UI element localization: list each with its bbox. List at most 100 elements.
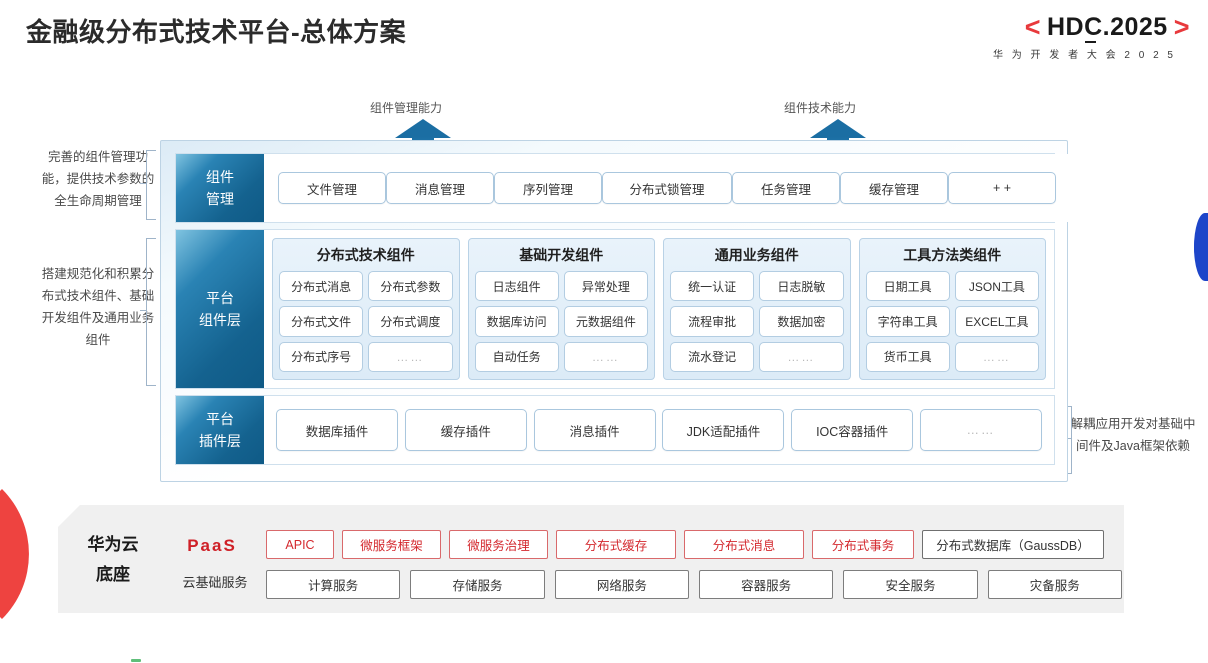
cell-distributed-tech-0[interactable]: 分布式消息 [279,271,364,302]
group-grid-common-business: 统一认证 日志脱敏 流程审批 数据加密 流水登记 …… [670,271,844,372]
chip-component-management-6[interactable]: + + [948,172,1056,204]
hdc-logo-text: HDC.2025 [1046,13,1168,41]
bracket-left-top [146,150,156,220]
row-label-platform-component-layer: 平台 组件层 [176,230,264,388]
paas-chip-distributed-message[interactable]: 分布式消息 [684,530,804,559]
cell-tool-methods-1[interactable]: JSON工具 [954,271,1039,302]
page-title: 金融级分布式技术平台-总体方案 [26,17,407,47]
huawei-cloud-foundation-label: 华为云 底座 [78,530,148,590]
cell-tool-methods-0[interactable]: 日期工具 [865,271,950,302]
bracket-right-tick [1065,438,1071,440]
chip-component-management-3[interactable]: 分布式锁管理 [602,172,732,204]
base-chip-container[interactable]: 容器服务 [698,570,834,599]
chip-component-management-1[interactable]: 消息管理 [386,172,494,204]
cell-base-dev-1[interactable]: 异常处理 [563,271,648,302]
paas-chip-apic[interactable]: APIC [266,530,334,559]
paas-chip-distributed-cache[interactable]: 分布式缓存 [556,530,676,559]
cell-distributed-tech-1[interactable]: 分布式参数 [368,271,453,302]
arrow-label-component-technology: 组件技术能力 [784,101,857,115]
chip-component-management-2[interactable]: 序列管理 [494,172,602,204]
hdc-bracket-left-icon: < [1024,12,1041,42]
cell-common-business-5[interactable]: …… [759,341,844,372]
huawei-cloud-label-line2: 底座 [96,565,130,584]
bracket-left-bottom [146,238,156,386]
huawei-cloud-label-line1: 华为云 [87,535,139,554]
cell-distributed-tech-2[interactable]: 分布式文件 [279,306,364,337]
bracket-left-bottom-tick [140,310,146,312]
row-platform-component-layer: 平台 组件层 分布式技术组件 分布式消息 分布式参数 分布式文件 分布式调度 分… [175,229,1055,389]
group-title-distributed-tech: 分布式技术组件 [316,247,415,263]
note-platform-components: 搭建规范化和积累分布式技术组件、基础开发组件及通用业务组件 [41,267,155,347]
group-grid-base-dev: 日志组件 异常处理 数据库访问 元数据组件 自动任务 …… [474,271,648,372]
cell-base-dev-4[interactable]: 自动任务 [474,341,559,372]
cell-base-dev-2[interactable]: 数据库访问 [474,306,559,337]
chip-plugin-2[interactable]: 消息插件 [533,409,656,451]
chip-component-management-5[interactable]: 缓存管理 [840,172,948,204]
cell-base-dev-0[interactable]: 日志组件 [474,271,559,302]
group-title-tool-methods: 工具方法类组件 [903,247,1002,263]
row-body-platform-plugin-layer: 数据库插件 缓存插件 消息插件 JDK适配插件 IOC容器插件 …… [264,396,1054,464]
paas-chip-distributed-transaction[interactable]: 分布式事务 [812,530,914,559]
row-component-management: 组件 管理 文件管理 消息管理 序列管理 分布式锁管理 任务管理 缓存管理 + … [175,153,1070,223]
cell-tool-methods-4[interactable]: 货币工具 [865,341,950,372]
cell-tool-methods-2[interactable]: 字符串工具 [865,306,950,337]
cell-base-dev-3[interactable]: 元数据组件 [563,306,648,337]
hdc-logo-subtitle: 华 为 开 发 者 大 会 2 0 2 5 [992,50,1176,61]
base-chip-compute[interactable]: 计算服务 [266,570,401,599]
green-tick-decoration [131,659,141,662]
chip-component-management-0[interactable]: 文件管理 [278,172,386,204]
cell-common-business-2[interactable]: 流程审批 [670,306,755,337]
cloud-base-services-row: 计算服务 存储服务 网络服务 容器服务 安全服务 灾备服务 [266,570,1122,599]
chip-component-management-4[interactable]: 任务管理 [732,172,840,204]
group-tool-methods: 工具方法类组件 日期工具 JSON工具 字符串工具 EXCEL工具 货币工具 …… [858,238,1046,380]
hdc-underline-accent [1084,41,1096,43]
base-chip-security[interactable]: 安全服务 [843,570,978,599]
chip-plugin-0[interactable]: 数据库插件 [276,409,398,451]
hdc-bracket-right-icon: > [1173,12,1190,42]
chip-plugin-1[interactable]: 缓存插件 [404,409,527,451]
group-title-common-business: 通用业务组件 [714,247,799,263]
group-distributed-tech: 分布式技术组件 分布式消息 分布式参数 分布式文件 分布式调度 分布式序号 …… [272,238,460,380]
base-chip-network[interactable]: 网络服务 [554,570,689,599]
architecture-diagram: 组件 管理 文件管理 消息管理 序列管理 分布式锁管理 任务管理 缓存管理 + … [160,140,1070,482]
cell-base-dev-5[interactable]: …… [563,341,648,372]
blue-lens-decoration [1194,213,1208,281]
cell-common-business-1[interactable]: 日志脱敏 [759,271,844,302]
cell-common-business-0[interactable]: 统一认证 [670,271,755,302]
group-grid-distributed-tech: 分布式消息 分布式参数 分布式文件 分布式调度 分布式序号 …… [279,271,453,372]
base-chip-disaster-recovery[interactable]: 灾备服务 [987,570,1122,599]
bracket-left-top-tick [140,183,146,185]
note-component-management: 完善的组件管理功能，提供技术参数的全生命周期管理 [41,150,155,208]
cell-distributed-tech-3[interactable]: 分布式调度 [368,306,453,337]
chip-plugin-3[interactable]: JDK适配插件 [662,409,785,451]
red-wedge-decoration [0,488,68,620]
row-body-component-management: 文件管理 消息管理 序列管理 分布式锁管理 任务管理 缓存管理 + + [264,154,1070,222]
cell-distributed-tech-5[interactable]: …… [368,341,453,372]
row-label-component-management: 组件 管理 [176,154,264,222]
chip-plugin-5[interactable]: …… [919,409,1042,451]
note-decoupling: 解耦应用开发对基础中间件及Java框架依赖 [1070,417,1196,453]
paas-services-row: APIC 微服务框架 微服务治理 分布式缓存 分布式消息 分布式事务 分布式数据… [266,530,1122,559]
row-label-platform-plugin-layer: 平台 插件层 [176,396,264,464]
group-common-business: 通用业务组件 统一认证 日志脱敏 流程审批 数据加密 流水登记 …… [663,238,851,380]
paas-label: PaaS [187,536,237,555]
cell-common-business-3[interactable]: 数据加密 [759,306,844,337]
group-grid-tool-methods: 日期工具 JSON工具 字符串工具 EXCEL工具 货币工具 …… [865,271,1039,372]
cell-distributed-tech-4[interactable]: 分布式序号 [279,341,364,372]
paas-chip-microservice-framework[interactable]: 微服务框架 [342,530,441,559]
group-title-base-dev: 基础开发组件 [519,247,604,263]
cell-tool-methods-5[interactable]: …… [954,341,1039,372]
paas-chip-microservice-governance[interactable]: 微服务治理 [449,530,548,559]
chip-plugin-4[interactable]: IOC容器插件 [791,409,914,451]
paas-chip-distributed-database[interactable]: 分布式数据库（GaussDB） [922,530,1104,559]
cloud-base-service-label: 云基础服务 [182,575,248,590]
base-chip-storage[interactable]: 存储服务 [410,570,545,599]
group-base-dev: 基础开发组件 日志组件 异常处理 数据库访问 元数据组件 自动任务 …… [467,238,655,380]
hdc-logo: < HDC.2025 > 华 为 开 发 者 大 会 2 0 2 5 [890,12,1190,62]
cell-common-business-4[interactable]: 流水登记 [670,341,755,372]
hdc-logo-main: < HDC.2025 > [890,12,1190,43]
cell-tool-methods-3[interactable]: EXCEL工具 [954,306,1039,337]
arrow-label-component-management: 组件管理能力 [370,101,443,115]
row-body-platform-component-layer: 分布式技术组件 分布式消息 分布式参数 分布式文件 分布式调度 分布式序号 ……… [264,230,1054,388]
